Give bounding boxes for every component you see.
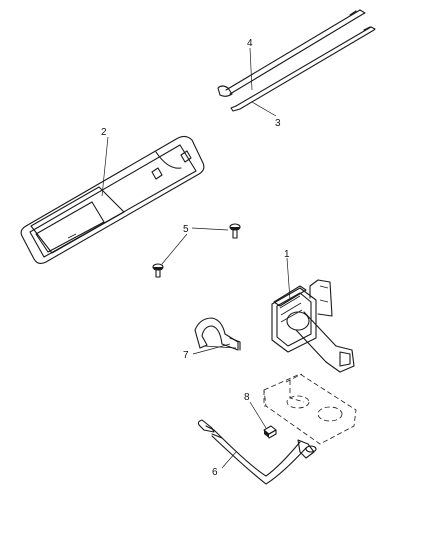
leader-lines [101, 47, 291, 469]
part-5-fastener-b [152, 263, 164, 278]
part-2-pouch [20, 135, 205, 265]
callout-5: 5 [183, 224, 189, 235]
callout-3: 3 [275, 118, 281, 129]
callout-1: 1 [284, 249, 290, 260]
part-7-bracket [194, 317, 241, 351]
callout-2: 2 [101, 127, 107, 138]
part-5-fastener-a [229, 223, 241, 239]
part-3-rod [230, 26, 376, 112]
callout-6: 6 [212, 467, 218, 478]
part-8-clip [263, 425, 277, 439]
part-4-rod [217, 9, 366, 97]
part-6-wrench [197, 419, 317, 485]
callout-8: 8 [244, 392, 250, 403]
callout-4: 4 [247, 38, 253, 49]
callout-7: 7 [183, 350, 189, 361]
callout-labels: 4 3 2 5 1 7 8 6 [101, 38, 290, 478]
part-base-outline [263, 373, 357, 445]
part-1-jack [271, 279, 355, 373]
